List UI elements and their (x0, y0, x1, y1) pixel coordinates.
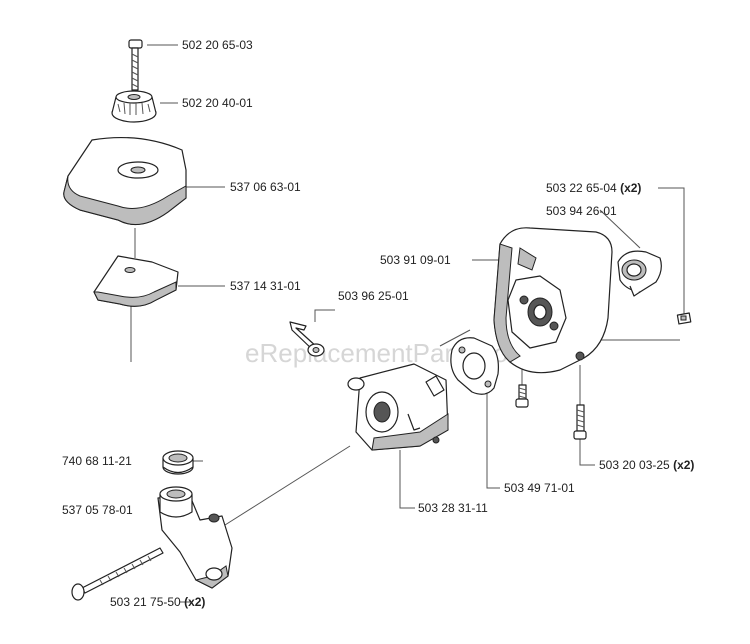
bushing-503-94-26-01 (617, 250, 662, 297)
filter-element-537-14-31-01 (93, 255, 179, 307)
label-503-96-25-01: 503 96 25-01 (338, 289, 409, 303)
label-502-20-40-01: 502 20 40-01 (182, 96, 253, 110)
label-503-94-26-01: 503 94 26-01 (546, 204, 617, 218)
air-filter-cover-537-06-63-01 (63, 136, 187, 226)
label-503-91-09-01: 503 91 09-01 (380, 253, 451, 267)
label-503-28-31-11: 503 28 31-11 (418, 501, 488, 515)
label-537-14-31-01: 537 14 31-01 (230, 279, 301, 293)
carburetor-503-28-31-11 (347, 363, 449, 451)
label-537-05-78-01: 537 05 78-01 (62, 503, 133, 517)
nut-503-22-65-04 (676, 312, 692, 325)
choke-lever-503-96-25-01 (289, 321, 325, 357)
housing-screws-503-20-03-25 (515, 384, 587, 440)
intake-manifold-537-05-78-01 (157, 486, 233, 589)
air-filter-housing-503-91-09-01 (493, 227, 613, 374)
label-537-06-63-01: 537 06 63-01 (230, 180, 301, 194)
part-labels: 502 20 65-03 502 20 40-01 537 06 63-01 5… (62, 38, 694, 609)
label-503-21-75-50: 503 21 75-50 (x2) (110, 595, 205, 609)
label-740-68-11-21: 740 68 11-21 (62, 454, 132, 468)
knob-502-20-40-01 (111, 90, 157, 123)
gasket-503-49-71-01 (450, 337, 499, 395)
label-503-22-65-04: 503 22 65-04 (x2) (546, 181, 641, 195)
label-502-20-65-03: 502 20 65-03 (182, 38, 253, 52)
label-503-20-03-25: 503 20 03-25 (x2) (599, 458, 694, 472)
label-503-49-71-01: 503 49 71-01 (504, 481, 575, 495)
long-screw-503-21-75-50 (71, 547, 164, 601)
sealing-ring-740-68-11-21 (162, 450, 194, 475)
screw-502-20-65-03 (128, 39, 143, 91)
